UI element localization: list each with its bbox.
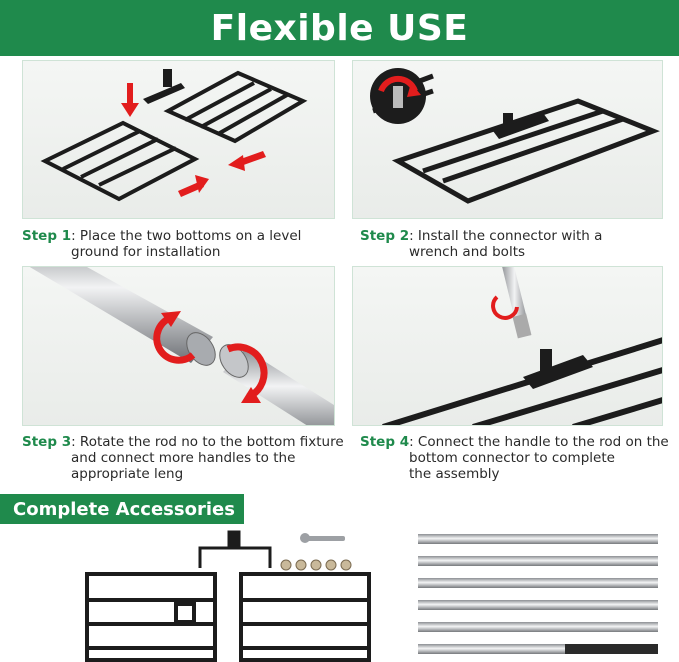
connector-part xyxy=(493,113,549,139)
step-4-image xyxy=(352,266,663,426)
step-line: : Install the connector with a xyxy=(409,228,603,244)
step-line: the assembly xyxy=(409,466,500,482)
step-4-text: Step 4: Connect the handle to the rod on… xyxy=(360,434,675,482)
step-label: Step 2 xyxy=(360,228,410,244)
page-title: Flexible USE xyxy=(210,7,469,49)
frame-left xyxy=(85,572,217,662)
step-line: : Place the two bottoms on a level xyxy=(71,228,302,244)
step-label: Step 3 xyxy=(22,434,72,450)
header-banner: Flexible USE xyxy=(0,0,679,56)
connector-part xyxy=(523,349,593,389)
connector-bracket xyxy=(198,530,272,568)
accessories-banner: Complete Accessories xyxy=(0,494,244,524)
step-line: wrench and bolts xyxy=(409,244,526,260)
frame xyxy=(382,337,662,425)
wrench-icon xyxy=(300,533,345,543)
accessories-image xyxy=(0,528,679,662)
step-2-image xyxy=(352,60,663,219)
frame-front xyxy=(40,120,200,202)
rotate-arrows xyxy=(153,313,268,401)
step-1-image xyxy=(22,60,335,219)
red-arrows xyxy=(121,83,266,197)
step-line: and connect more handles to the xyxy=(71,450,296,466)
step-1-text: Step 1: Place the two bottoms on a level… xyxy=(22,228,342,260)
step-line: appropriate leng xyxy=(71,466,184,482)
step-3-text: Step 3: Rotate the rod no to the bottom … xyxy=(22,434,347,482)
step-line: bottom connector to complete xyxy=(409,450,615,466)
step-label: Step 4 xyxy=(360,434,410,450)
step-line: : Rotate the rod no to the bottom fixtur… xyxy=(71,434,344,450)
step-2-text: Step 2: Install the connector with a wre… xyxy=(360,228,670,260)
handle-rod xyxy=(502,267,532,339)
rod-lower xyxy=(219,344,334,425)
extension-rods xyxy=(418,534,658,654)
bolts xyxy=(280,559,352,571)
connector-part xyxy=(143,69,185,104)
step-label: Step 1 xyxy=(22,228,72,244)
accessories-title: Complete Accessories xyxy=(13,498,235,520)
frame-right xyxy=(239,572,371,662)
frame-back xyxy=(163,70,308,144)
step-line: : Connect the handle to the rod on the xyxy=(409,434,669,450)
step-3-image xyxy=(22,266,335,426)
step-line: ground for installation xyxy=(71,244,221,260)
